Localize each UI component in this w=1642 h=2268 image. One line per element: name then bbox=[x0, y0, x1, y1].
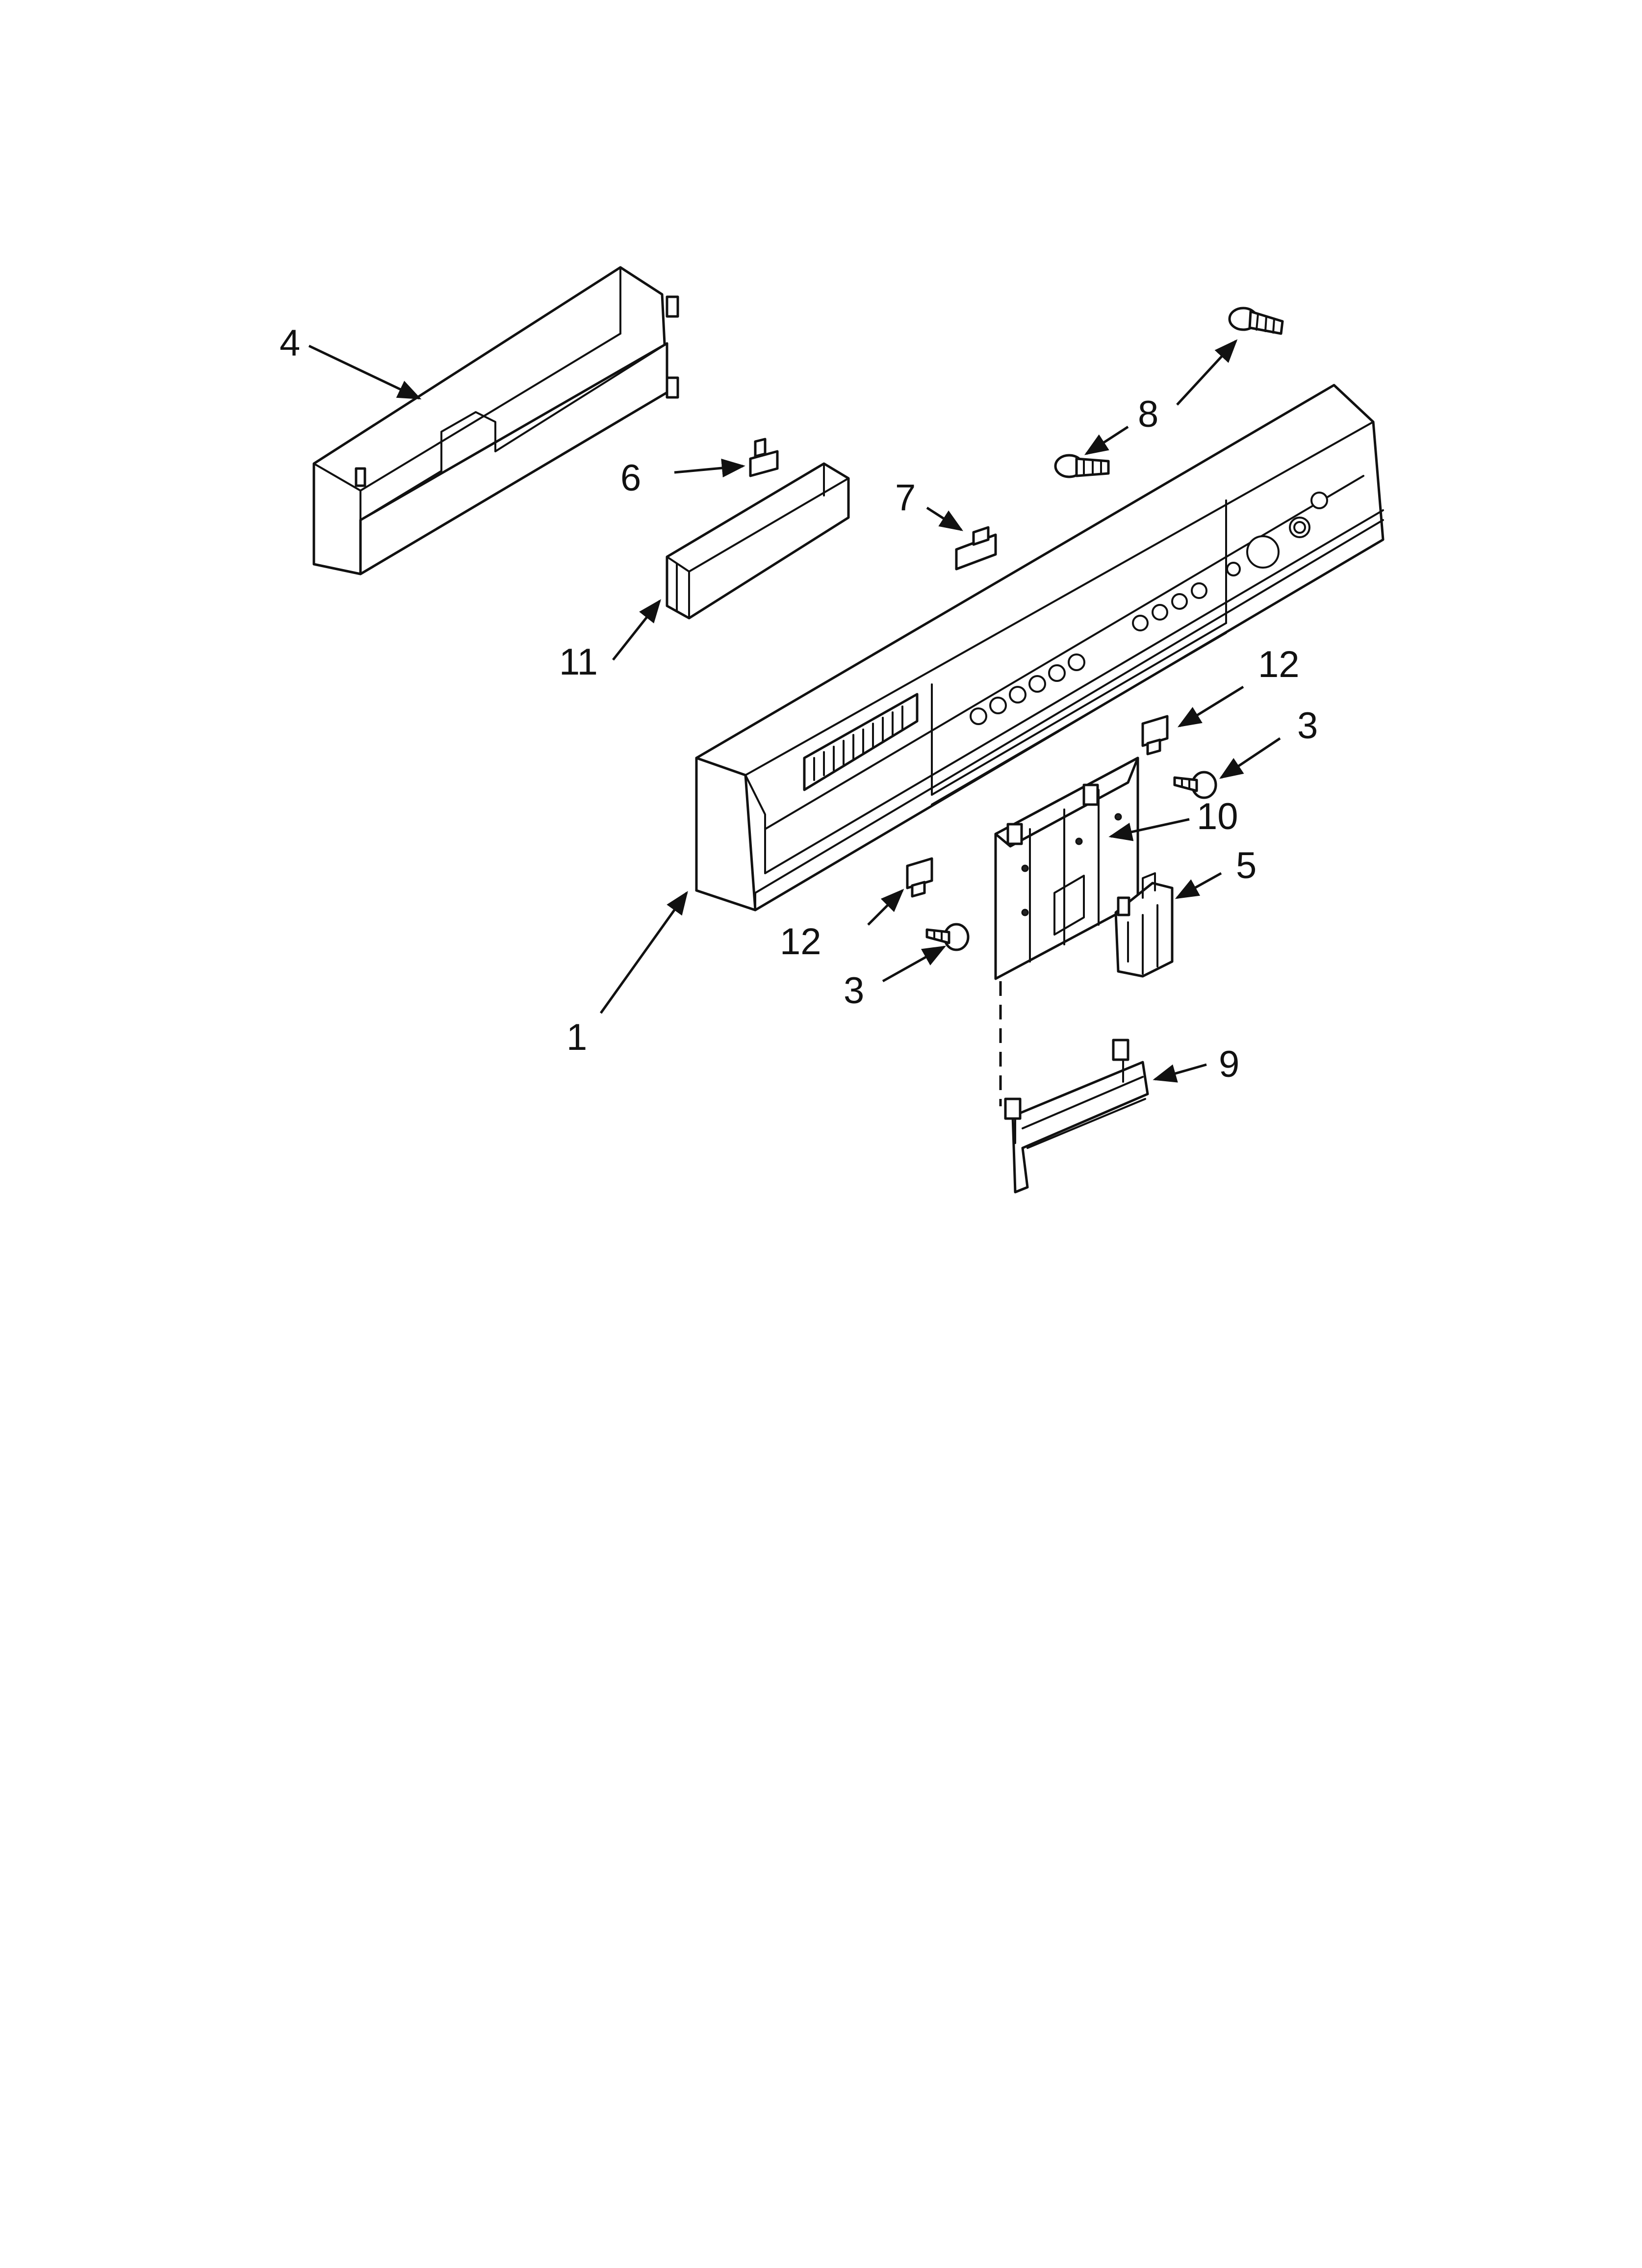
part-7-clip bbox=[955, 526, 997, 571]
callout-12-right: 12 bbox=[1258, 644, 1300, 685]
callout-11: 11 bbox=[559, 641, 598, 683]
callout-12-left: 12 bbox=[780, 921, 821, 963]
callout-3-left: 3 bbox=[844, 970, 864, 1012]
callout-7: 7 bbox=[895, 477, 916, 519]
control-panel-buttons bbox=[970, 492, 1328, 725]
part-4-top-cover bbox=[312, 266, 679, 575]
part-8-screw-b bbox=[1228, 307, 1284, 335]
part-5-latch bbox=[1114, 872, 1174, 978]
part-12-clip-left bbox=[906, 857, 933, 898]
leader-lines bbox=[308, 339, 1281, 1083]
callout-3-right: 3 bbox=[1297, 705, 1318, 747]
callout-8: 8 bbox=[1138, 393, 1158, 435]
part-12-clip-right bbox=[1141, 715, 1169, 756]
part-11-module-box bbox=[666, 462, 850, 620]
part-9-lower-bracket bbox=[1004, 1039, 1149, 1194]
part-3-screw-left bbox=[925, 923, 970, 951]
callout-9: 9 bbox=[1219, 1043, 1239, 1085]
part-1-control-panel bbox=[695, 384, 1385, 912]
part-8-screw-a bbox=[1054, 454, 1110, 478]
part-6-clip bbox=[749, 438, 779, 477]
callout-4: 4 bbox=[280, 322, 300, 364]
callout-5: 5 bbox=[1236, 845, 1257, 886]
callout-10: 10 bbox=[1197, 796, 1238, 837]
part-3-screw-right bbox=[1173, 771, 1217, 799]
callout-1: 1 bbox=[566, 1017, 587, 1058]
callout-6: 6 bbox=[620, 457, 641, 499]
callout-labels: 4 6 7 8 11 12 3 10 5 12 3 1 9 bbox=[280, 322, 1318, 1085]
